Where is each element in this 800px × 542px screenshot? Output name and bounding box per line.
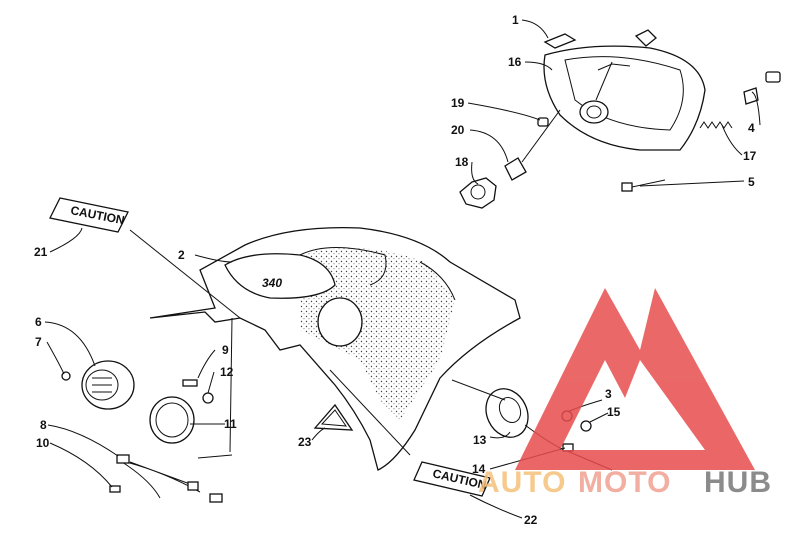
- callout-5: 5: [748, 175, 755, 189]
- callout-18: 18: [455, 155, 469, 169]
- callout-19: 19: [451, 96, 465, 110]
- bulb-part-19: [537, 117, 549, 127]
- pin-part-9: [182, 379, 198, 387]
- ring-part-11: [149, 396, 195, 444]
- gauge-part-6: [81, 360, 135, 410]
- svg-text:340: 340: [262, 276, 282, 290]
- callout-15: 15: [607, 405, 621, 419]
- adjuster-knob-top: [634, 29, 657, 47]
- headlight-bulb-socket: [579, 100, 609, 124]
- watermark-logo: AUTO MOTO HUB: [478, 288, 772, 499]
- callout-12: 12: [220, 365, 234, 379]
- bolt-part-5: [621, 179, 666, 192]
- caution-decal-part-21: CAUTION: [49, 197, 129, 233]
- headlight-housing: [543, 45, 706, 151]
- callout-7: 7: [35, 335, 42, 349]
- bulb-part-20: [504, 157, 527, 181]
- watermark-auto: AUTO: [478, 466, 566, 499]
- watermark-triangle-icon: [515, 288, 755, 470]
- callout-21: 21: [34, 245, 48, 259]
- callout-numbers: 1 2 3 4 5 6 7 8 9 10 11 12 13 14 15 16 1…: [34, 13, 757, 527]
- terminal-part-10: [109, 485, 121, 493]
- callout-9: 9: [222, 343, 229, 357]
- retainer-ring-part-18: [459, 177, 497, 209]
- bracket-part-4: [743, 71, 781, 105]
- callout-1: 1: [512, 13, 519, 27]
- callout-20: 20: [451, 123, 465, 137]
- nut-part-12: [202, 392, 214, 404]
- callout-23: 23: [298, 435, 312, 449]
- watermark-hub: HUB: [704, 466, 772, 499]
- callout-13: 13: [473, 433, 487, 447]
- spring-part-17: [699, 121, 733, 129]
- callout-10: 10: [36, 436, 50, 450]
- nut-part-15: [580, 420, 592, 432]
- callout-14: 14: [472, 462, 486, 476]
- callout-17: 17: [743, 149, 757, 163]
- hood-badge: 340: [262, 276, 282, 290]
- clip-part-1: [543, 33, 577, 49]
- hood-part-2: [149, 226, 521, 471]
- callout-8: 8: [40, 418, 47, 432]
- callout-6: 6: [35, 315, 42, 329]
- leader-lines: [44, 19, 761, 519]
- gauge-part-13: [485, 388, 529, 438]
- warning-triangle-decal-part-23: [313, 403, 354, 431]
- callout-11: 11: [224, 417, 237, 431]
- callout-16: 16: [508, 55, 522, 69]
- watermark-moto: MOTO: [578, 466, 671, 499]
- wire-harness-part-8: [116, 454, 223, 503]
- callout-22: 22: [524, 513, 538, 527]
- callout-2: 2: [178, 248, 185, 262]
- callout-3: 3: [605, 387, 612, 401]
- callout-4: 4: [748, 121, 755, 135]
